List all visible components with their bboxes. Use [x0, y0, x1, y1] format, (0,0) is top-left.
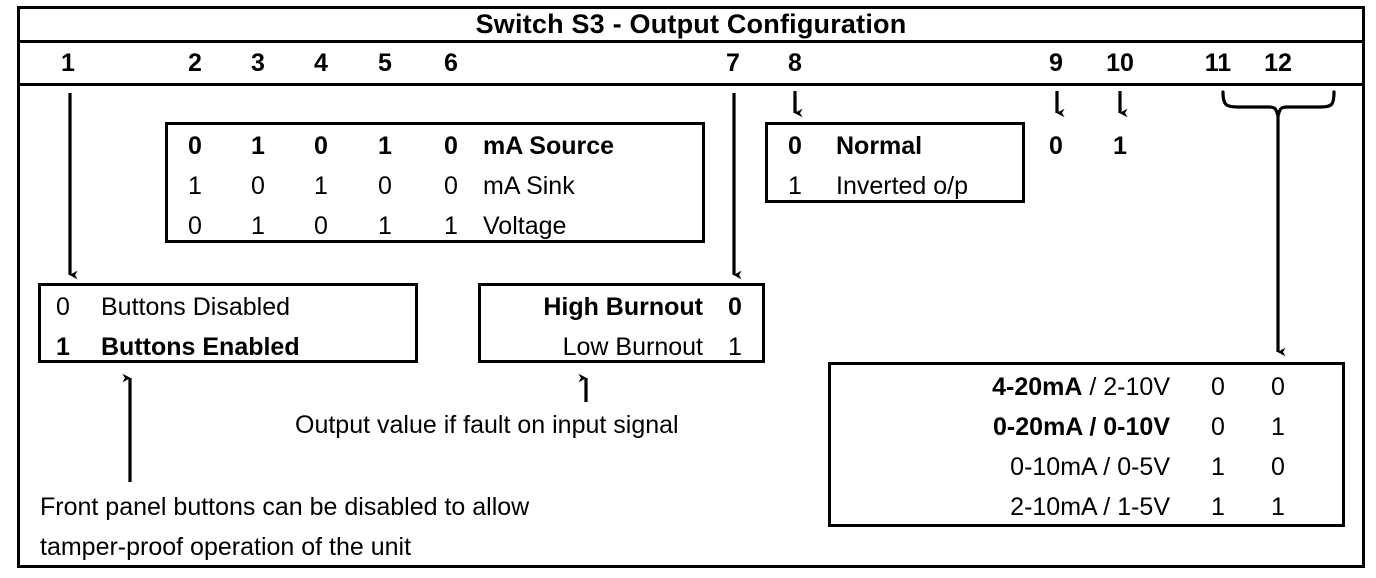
range-current: 0-10mA	[1010, 453, 1097, 481]
output-type-bit: 0	[314, 212, 328, 240]
switch-number-10: 10	[1106, 49, 1134, 77]
switch-number-5: 5	[378, 49, 392, 77]
switch-number-4: 4	[314, 49, 328, 77]
output-type-label: Voltage	[483, 212, 567, 240]
switch-number-1: 1	[61, 49, 75, 77]
range-voltage: 1-5V	[1117, 493, 1170, 521]
range-separator: /	[1096, 493, 1118, 521]
output-type-bit: 0	[444, 172, 458, 200]
polarity-bit: 1	[788, 172, 802, 200]
buttons-label: Buttons Enabled	[101, 333, 300, 361]
range-bit-11: 1	[1211, 453, 1225, 481]
fault-note: Output value if fault on input signal	[295, 411, 679, 439]
burnout-bit: 0	[728, 293, 742, 321]
switch-number-3: 3	[251, 49, 265, 77]
switch-number-11: 11	[1204, 49, 1232, 77]
page-title: Switch S3 - Output Configuration	[475, 9, 907, 39]
range-bit-12: 0	[1271, 453, 1285, 481]
output-type-bit: 1	[188, 172, 202, 200]
range-bit-12: 1	[1271, 493, 1285, 521]
range-separator: /	[1082, 413, 1104, 441]
range-label: 0-10mA / 0-5V	[840, 452, 1170, 482]
burnout-bit: 1	[728, 333, 742, 361]
output-type-bit: 0	[251, 172, 265, 200]
title-divider	[17, 40, 1365, 43]
range-voltage: 2-10V	[1103, 373, 1170, 401]
burnout-label: Low Burnout	[562, 333, 703, 361]
range-box	[828, 362, 1345, 527]
output-type-bit: 0	[378, 172, 392, 200]
polarity-bit: 0	[788, 132, 802, 160]
range-current: 2-10mA	[1010, 493, 1097, 521]
buttons-label: Buttons Disabled	[101, 293, 291, 321]
tamper-note-line2: tamper-proof operation of the unit	[40, 533, 412, 561]
polarity-label: Normal	[836, 132, 923, 160]
output-type-bit: 0	[314, 132, 328, 160]
switch-number-9: 9	[1049, 49, 1063, 77]
switch-number-6: 6	[444, 49, 458, 77]
range-separator: /	[1096, 453, 1118, 481]
switch-number-8: 8	[788, 49, 802, 77]
range-separator: /	[1082, 373, 1104, 401]
range-bit-11: 0	[1211, 373, 1225, 401]
output-type-bit: 0	[188, 132, 202, 160]
output-type-bit: 1	[444, 212, 458, 240]
output-type-bit: 0	[188, 212, 202, 240]
output-type-label: mA Sink	[483, 172, 575, 200]
output-type-box	[165, 122, 705, 243]
tamper-note-line1: Front panel buttons can be disabled to a…	[40, 493, 530, 521]
buttons-bit: 1	[56, 333, 70, 361]
switch-number-7: 7	[726, 49, 740, 77]
buttons-bit: 0	[56, 293, 70, 321]
range-label: 4-20mA / 2-10V	[840, 372, 1170, 402]
output-type-bit: 1	[378, 132, 392, 160]
range-voltage: 0-10V	[1103, 413, 1170, 441]
range-bit-12: 0	[1271, 373, 1285, 401]
switch-number-12: 12	[1264, 49, 1292, 77]
range-current: 0-20mA	[993, 413, 1083, 441]
range-voltage: 0-5V	[1117, 453, 1170, 481]
range-bit-12: 1	[1271, 413, 1285, 441]
range-label: 2-10mA / 1-5V	[840, 492, 1170, 522]
diagram-frame	[17, 6, 1365, 568]
range-bit-11: 0	[1211, 413, 1225, 441]
range-current: 4-20mA	[992, 373, 1083, 401]
output-type-label: mA Source	[483, 132, 615, 160]
burnout-label: High Burnout	[543, 293, 703, 321]
polarity-box	[765, 122, 1025, 203]
range-bit-11: 1	[1211, 493, 1225, 521]
switch-number-2: 2	[188, 49, 202, 77]
numbers-divider	[17, 83, 1365, 86]
buttons-box	[38, 283, 418, 363]
range-label: 0-20mA / 0-10V	[840, 412, 1170, 442]
output-type-bit: 1	[251, 212, 265, 240]
standalone-bit: 1	[1113, 132, 1127, 160]
polarity-label: Inverted o/p	[836, 172, 969, 200]
standalone-bit: 0	[1049, 132, 1063, 160]
output-type-bit: 0	[444, 132, 458, 160]
output-type-bit: 1	[251, 132, 265, 160]
output-type-bit: 1	[378, 212, 392, 240]
burnout-box	[478, 283, 765, 363]
output-type-bit: 1	[314, 172, 328, 200]
